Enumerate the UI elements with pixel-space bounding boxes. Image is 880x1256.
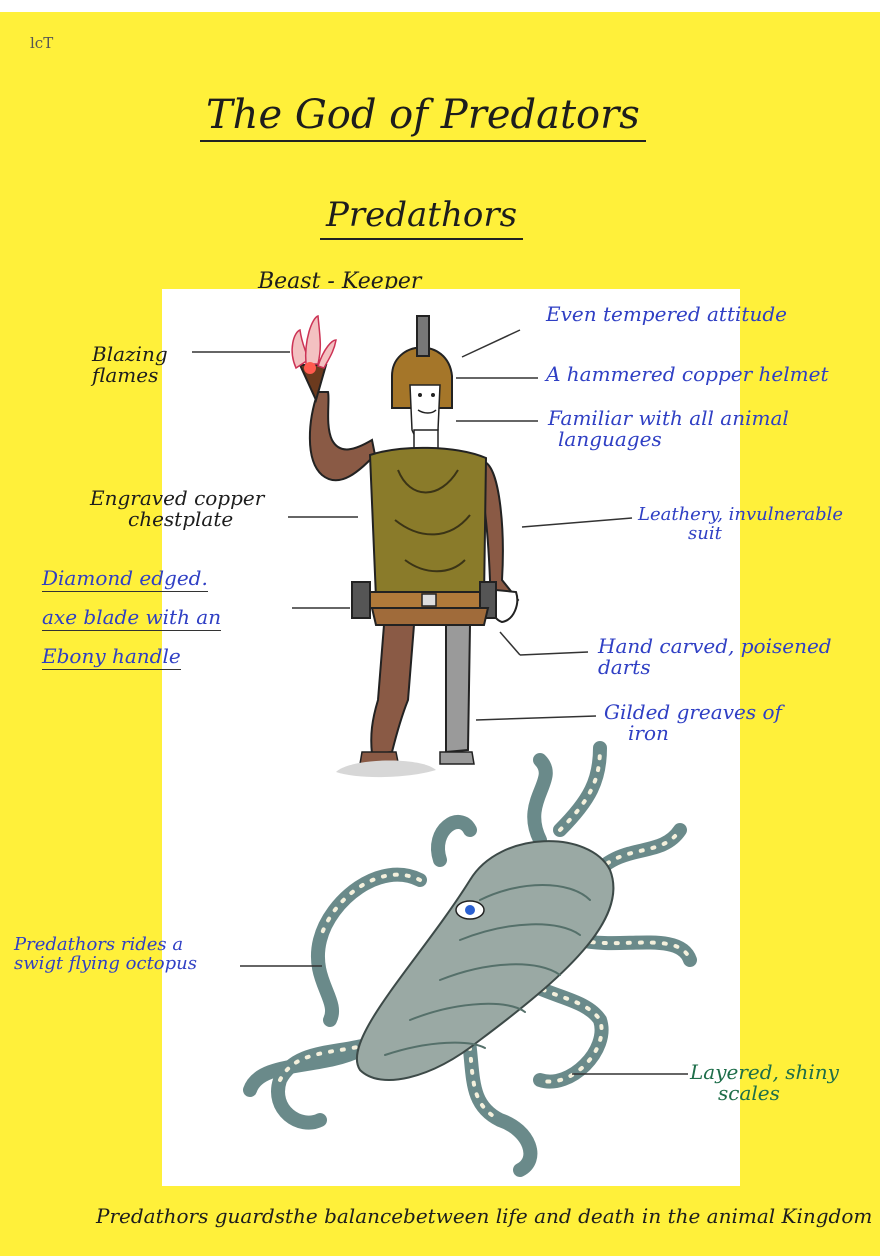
octopus-illustration xyxy=(250,748,690,1170)
raised-arm xyxy=(310,392,375,480)
label-animal-languages: Familiar with all animal languages xyxy=(548,408,789,450)
iron-greave xyxy=(446,625,470,752)
label-even-tempered: Even tempered attitude xyxy=(546,304,787,325)
label-octopus: Predathors rides a swigt flying octopus xyxy=(14,936,197,974)
beast-keeper-figure xyxy=(292,316,518,777)
label-copper-helmet: A hammered copper helmet xyxy=(546,364,828,385)
belt-buckle-icon xyxy=(422,594,436,606)
label-chestplate: Engraved copper chestplate xyxy=(90,488,264,530)
label-greaves: Gilded greaves of iron xyxy=(604,702,782,744)
label-axe: Diamond edged. axe blade with an Ebony h… xyxy=(42,568,221,667)
label-darts: Hand carved, poisened darts xyxy=(598,636,832,678)
footer-caption: Predathors guardsthe balancebetween life… xyxy=(96,1206,872,1227)
label-leathery-suit: Leathery, invulnerable suit xyxy=(638,506,843,544)
label-scales: Layered, shiny scales xyxy=(690,1062,839,1104)
axe-icon xyxy=(352,582,370,618)
label-blazing-flames: Blazing flames xyxy=(92,344,168,386)
flame-icon xyxy=(292,316,336,374)
leg-left xyxy=(371,625,414,754)
helmet-crest xyxy=(417,316,429,356)
chestplate xyxy=(370,448,486,598)
